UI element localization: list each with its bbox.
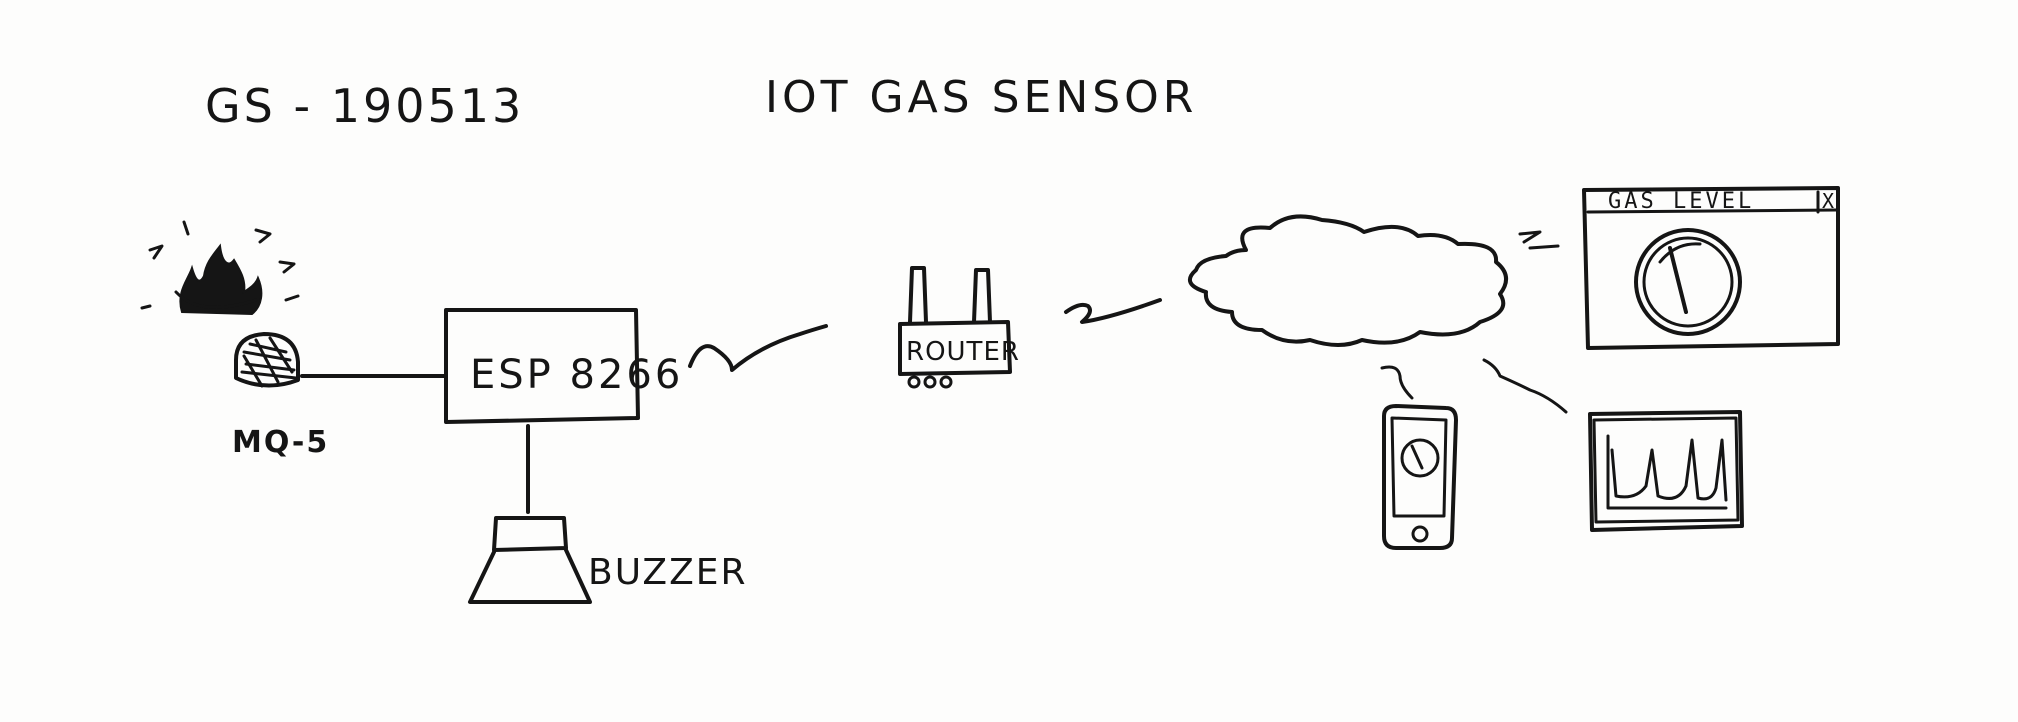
fire-icon bbox=[140, 220, 300, 316]
buzzer-icon bbox=[468, 516, 592, 604]
controller-label: ESP 8266 bbox=[470, 352, 683, 398]
close-icon: X bbox=[1822, 189, 1834, 213]
link-cloud-phone bbox=[1380, 365, 1414, 400]
router-icon bbox=[898, 266, 1012, 389]
line-chart-icon bbox=[1606, 434, 1728, 510]
dashboard-title: GAS LEVEL bbox=[1608, 189, 1754, 214]
gauge-icon bbox=[1634, 228, 1742, 336]
dashboard-window bbox=[1582, 186, 1840, 350]
wireless-link-router-cloud bbox=[1064, 298, 1162, 324]
diagram-title: IOT GAS SENSOR bbox=[765, 72, 1197, 123]
router-label: ROUTER bbox=[906, 337, 1020, 367]
buzzer-label: BUZZER bbox=[588, 552, 748, 593]
esp-board bbox=[444, 308, 640, 424]
wireless-link-esp-router bbox=[688, 324, 828, 372]
gas-sensor bbox=[234, 332, 300, 388]
monitor-icon bbox=[1588, 410, 1744, 532]
diagram-code: GS - 190513 bbox=[205, 79, 524, 133]
phone-icon bbox=[1382, 404, 1458, 550]
link-cloud-monitor bbox=[1482, 358, 1568, 414]
link-cloud-dashboard bbox=[1518, 230, 1560, 250]
sensor-label: MQ-5 bbox=[232, 425, 329, 460]
phone-gauge-icon bbox=[1400, 438, 1440, 478]
cloud-icon bbox=[1187, 214, 1508, 347]
